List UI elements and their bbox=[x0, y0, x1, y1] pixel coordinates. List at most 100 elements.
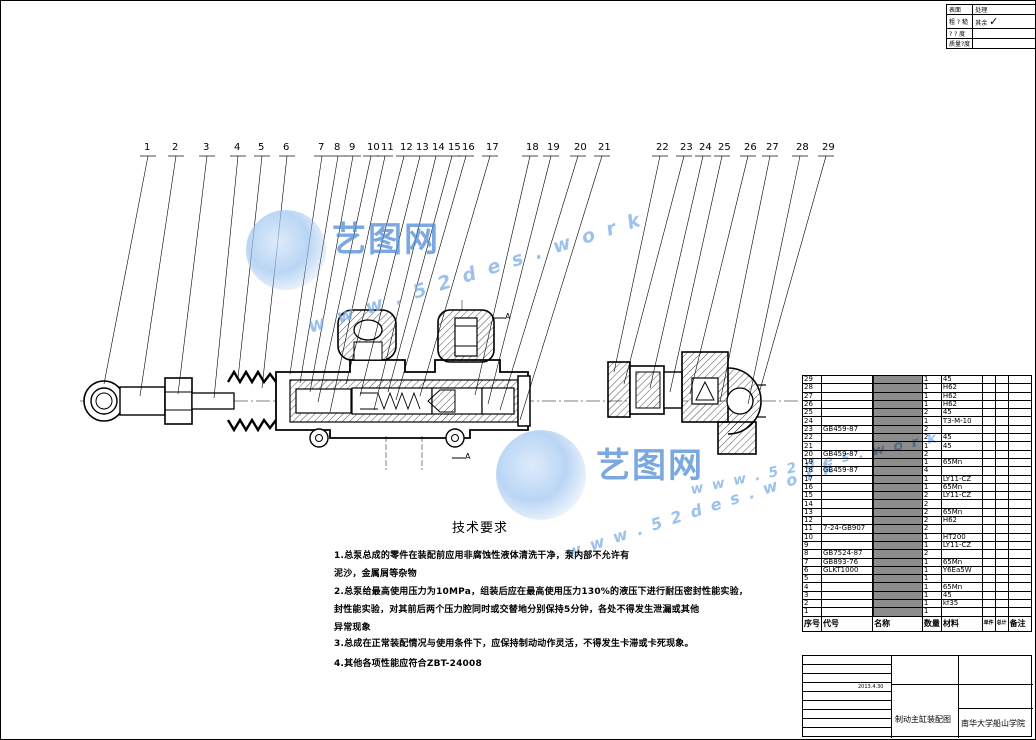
part-number-label: 25 bbox=[718, 142, 731, 153]
bom-cell-qty: 1 bbox=[921, 482, 942, 493]
bom-cell-code: GB459-87 bbox=[820, 449, 874, 459]
bom-cell-blank bbox=[1007, 482, 1033, 493]
bom-cell-code bbox=[820, 507, 874, 518]
leader-line bbox=[623, 155, 685, 385]
bom-cell-mat: 45 bbox=[940, 590, 983, 601]
leader-line bbox=[317, 155, 372, 403]
bom-cell-code bbox=[820, 482, 874, 493]
bom-cell-no: 28 bbox=[802, 383, 822, 393]
bom-cell-no: 27 bbox=[802, 391, 822, 401]
bom-cell-blank bbox=[1007, 540, 1033, 551]
bom-cell-blank bbox=[981, 549, 996, 559]
bom-cell-name bbox=[872, 383, 923, 393]
corner-cell bbox=[972, 28, 1036, 39]
tech-req-line: 异常现象 bbox=[334, 623, 371, 633]
leader-line bbox=[359, 155, 421, 397]
part-number-label: 18 bbox=[526, 142, 539, 153]
bom-cell-code bbox=[820, 457, 874, 468]
part-number-label: 14 bbox=[432, 142, 445, 153]
bom-cell-blank bbox=[981, 516, 996, 526]
bom-cell-code: GB459-87 bbox=[820, 424, 874, 435]
bom-cell-code: GLKT1000 bbox=[820, 565, 874, 576]
bom-cell-blank bbox=[994, 574, 1009, 584]
leader-line bbox=[373, 155, 437, 411]
bom-cell-mat bbox=[940, 449, 983, 459]
bom-cell-blank bbox=[981, 482, 996, 493]
bom-cell-code bbox=[820, 607, 874, 617]
bom-cell-blank bbox=[981, 408, 996, 418]
bom-cell-blank bbox=[994, 598, 1009, 609]
bom-cell-code bbox=[820, 582, 874, 592]
bom-cell-blank bbox=[981, 507, 996, 518]
bom-cell-no: 21 bbox=[802, 441, 822, 451]
bom-cell-name bbox=[872, 457, 923, 468]
part-number-label: 29 bbox=[822, 142, 835, 153]
bom-cell-blank bbox=[1007, 449, 1033, 459]
bom-cell-blank bbox=[994, 549, 1009, 559]
part-number-label: 11 bbox=[381, 142, 394, 153]
rubber-boot bbox=[226, 369, 277, 385]
bom-header-no: 序号 bbox=[802, 615, 822, 632]
bom-cell-blank bbox=[1007, 590, 1033, 601]
drawing-date: 2013.4.30 bbox=[858, 684, 884, 690]
bom-cell-code bbox=[820, 441, 874, 451]
bom-cell-name bbox=[872, 607, 923, 617]
corner-cell: 粗 ? 糙 bbox=[945, 14, 974, 29]
bom-cell-name bbox=[872, 491, 923, 501]
bom-header-qty: 数量 bbox=[921, 615, 942, 632]
bom-cell-blank bbox=[994, 507, 1009, 518]
bom-cell-blank bbox=[994, 565, 1009, 576]
bom-cell-blank bbox=[994, 374, 1009, 385]
bom-cell-blank bbox=[1007, 507, 1033, 518]
corner-cell: 处理 bbox=[972, 4, 1036, 15]
bom-cell-name bbox=[872, 466, 923, 476]
leader-line bbox=[719, 155, 771, 403]
leader-line bbox=[395, 155, 467, 401]
bom-cell-name bbox=[872, 441, 923, 451]
bom-cell-blank bbox=[994, 532, 1009, 542]
bom-cell-code bbox=[820, 598, 874, 609]
bom-cell-blank bbox=[981, 399, 996, 410]
bom-cell-qty: 2 bbox=[921, 507, 942, 518]
leader-line bbox=[345, 155, 405, 385]
leader-line bbox=[139, 155, 177, 397]
bom-cell-no: 8 bbox=[802, 549, 822, 559]
bom-cell-no: 1 bbox=[802, 607, 822, 617]
bom-cell-qty: 4 bbox=[921, 466, 942, 476]
bom-cell-blank bbox=[981, 391, 996, 401]
corner-cell: 质量?度 bbox=[945, 38, 974, 49]
leader-line bbox=[419, 155, 491, 397]
bom-cell-no: 2 bbox=[802, 598, 822, 609]
bom-cell-blank bbox=[1007, 457, 1033, 468]
bom-cell-blank bbox=[994, 557, 1009, 567]
part-number-label: 7 bbox=[318, 142, 325, 153]
bom-cell-blank bbox=[981, 416, 996, 426]
bom-cell-blank bbox=[981, 457, 996, 468]
part-number-label: 21 bbox=[598, 142, 611, 153]
bom-cell-no: 11 bbox=[802, 524, 822, 534]
bom-cell-qty: 1 bbox=[921, 474, 942, 484]
bom-cell-blank bbox=[981, 424, 996, 435]
part-number-label: 17 bbox=[486, 142, 499, 153]
bom-cell-code bbox=[820, 491, 874, 501]
tech-req-line: 封性能实验，对其前后两个压力腔同时或交替地分别保持5分钟，各处不得发生泄漏或其他 bbox=[334, 605, 700, 615]
bom-cell-name bbox=[872, 482, 923, 493]
bom-cell-no: 22 bbox=[802, 433, 822, 443]
bom-cell-qty: 1 bbox=[921, 582, 942, 592]
bom-cell-blank bbox=[1007, 565, 1033, 576]
bom-cell-name bbox=[872, 540, 923, 551]
bom-cell-blank bbox=[994, 482, 1009, 493]
tech-req-line: 3.总成在正常装配情况与使用条件下，应保持制动动作灵活，不得发生卡滞或卡死现象。 bbox=[334, 639, 694, 649]
bom-cell-name bbox=[872, 449, 923, 459]
tech-req-line: 2.总泵给最高使用压力为10MPa，组装后应在最高使用压力130%的液压下进行耐… bbox=[334, 587, 748, 597]
bom-cell-mat: H62 bbox=[940, 391, 983, 401]
bom-cell-mat: 45 bbox=[940, 374, 983, 385]
bom-cell-blank bbox=[1007, 582, 1033, 592]
bom-cell-qty: 1 bbox=[921, 416, 942, 426]
